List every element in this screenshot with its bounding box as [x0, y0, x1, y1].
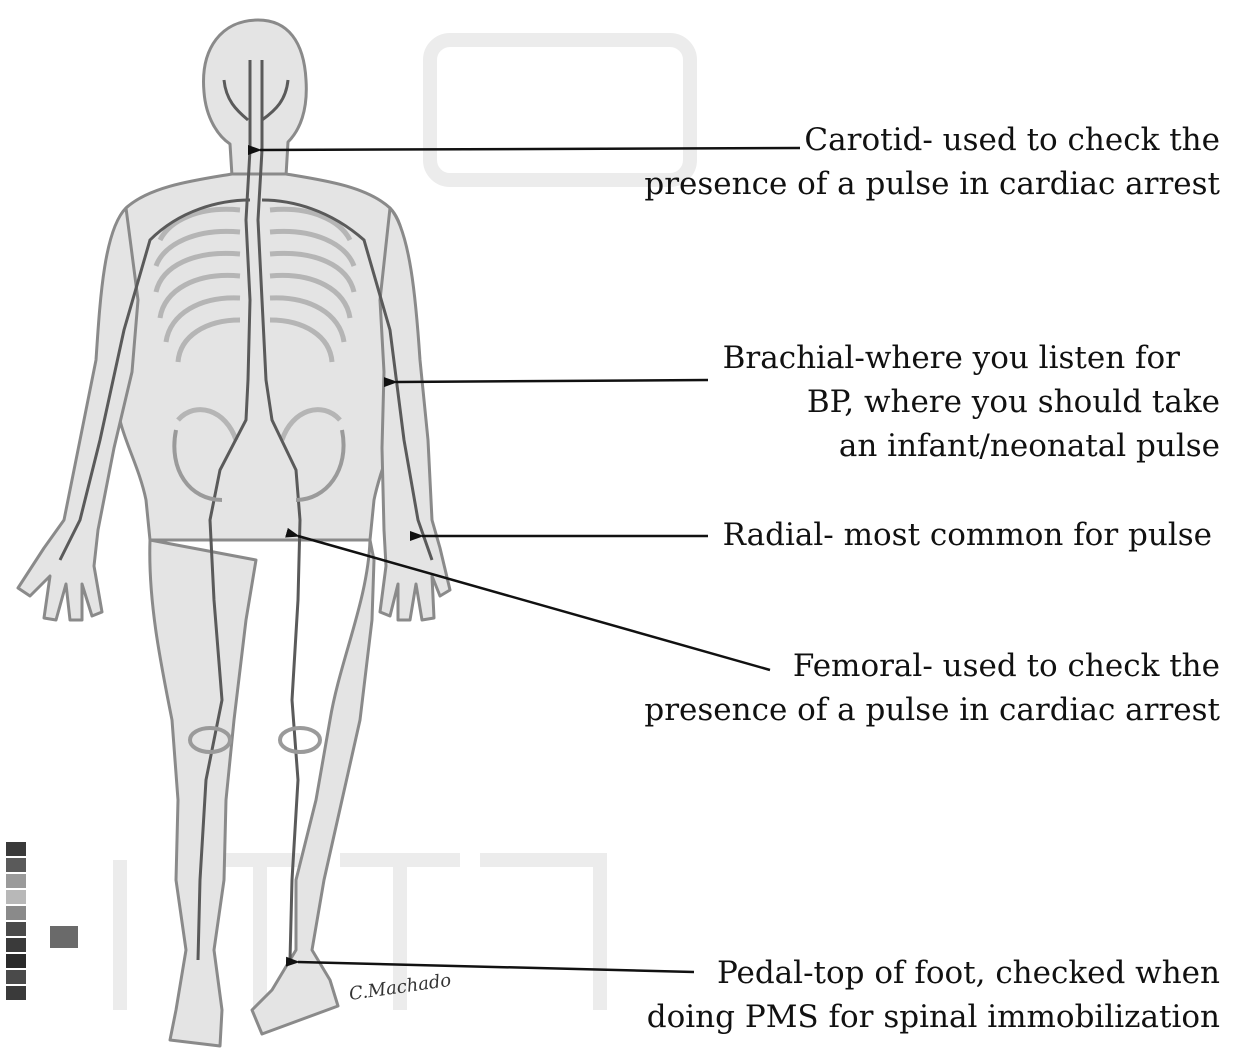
label-carotid-line: presence of a pulse in cardiac arrest: [644, 162, 1220, 206]
scale-bar-icon: [6, 842, 78, 1000]
label-pedal: Pedal-top of foot, checked when doing PM…: [647, 951, 1220, 1039]
label-femoral: Femoral- used to check the presence of a…: [644, 644, 1220, 732]
label-radial: Radial- most common for pulse: [723, 513, 1212, 557]
human-figure-icon: [18, 20, 450, 1046]
brachial-arrow: [396, 380, 708, 382]
label-carotid: Carotid- used to check the presence of a…: [644, 118, 1220, 206]
label-brachial-line: BP, where you should take: [723, 380, 1220, 424]
label-brachial-line: Brachial-where you listen for: [723, 336, 1180, 380]
label-brachial: Brachial-where you listen for BP, where …: [723, 336, 1220, 468]
label-femoral-line: Femoral- used to check the: [644, 644, 1220, 688]
label-pedal-line: doing PMS for spinal immobilization: [647, 995, 1220, 1039]
label-femoral-line: presence of a pulse in cardiac arrest: [644, 688, 1220, 732]
label-carotid-line: Carotid- used to check the: [644, 118, 1220, 162]
label-radial-line: Radial- most common for pulse: [723, 513, 1212, 557]
pedal-arrow: [298, 962, 694, 972]
label-pedal-line: Pedal-top of foot, checked when: [647, 951, 1220, 995]
label-brachial-line: an infant/neonatal pulse: [723, 424, 1220, 468]
